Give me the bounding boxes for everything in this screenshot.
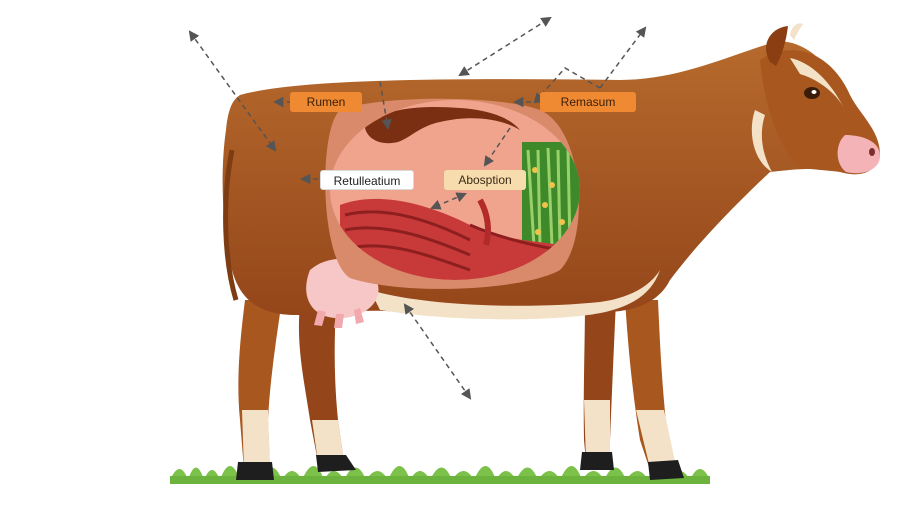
dashed-arrow	[188, 30, 277, 152]
dashed-arrow	[483, 127, 511, 167]
label-rumen: Rumen	[290, 92, 362, 112]
cow-head	[760, 23, 880, 174]
grass	[170, 466, 710, 484]
dashed-arrow	[533, 67, 601, 104]
dashed-arrow	[599, 26, 647, 89]
label-remasum: Remasum	[540, 92, 636, 112]
dashed-arrow	[403, 303, 472, 400]
dashed-arrow	[458, 16, 552, 77]
dashed-arrow	[379, 81, 392, 131]
back-legs	[236, 300, 356, 480]
front-legs	[580, 300, 684, 480]
dashed-arrows	[188, 16, 647, 400]
label-retulleatium: Retulleatium	[320, 170, 414, 190]
label-absorption: Abosption	[444, 170, 526, 190]
dashed-arrow	[430, 192, 467, 210]
stomach-cutaway	[325, 98, 580, 289]
